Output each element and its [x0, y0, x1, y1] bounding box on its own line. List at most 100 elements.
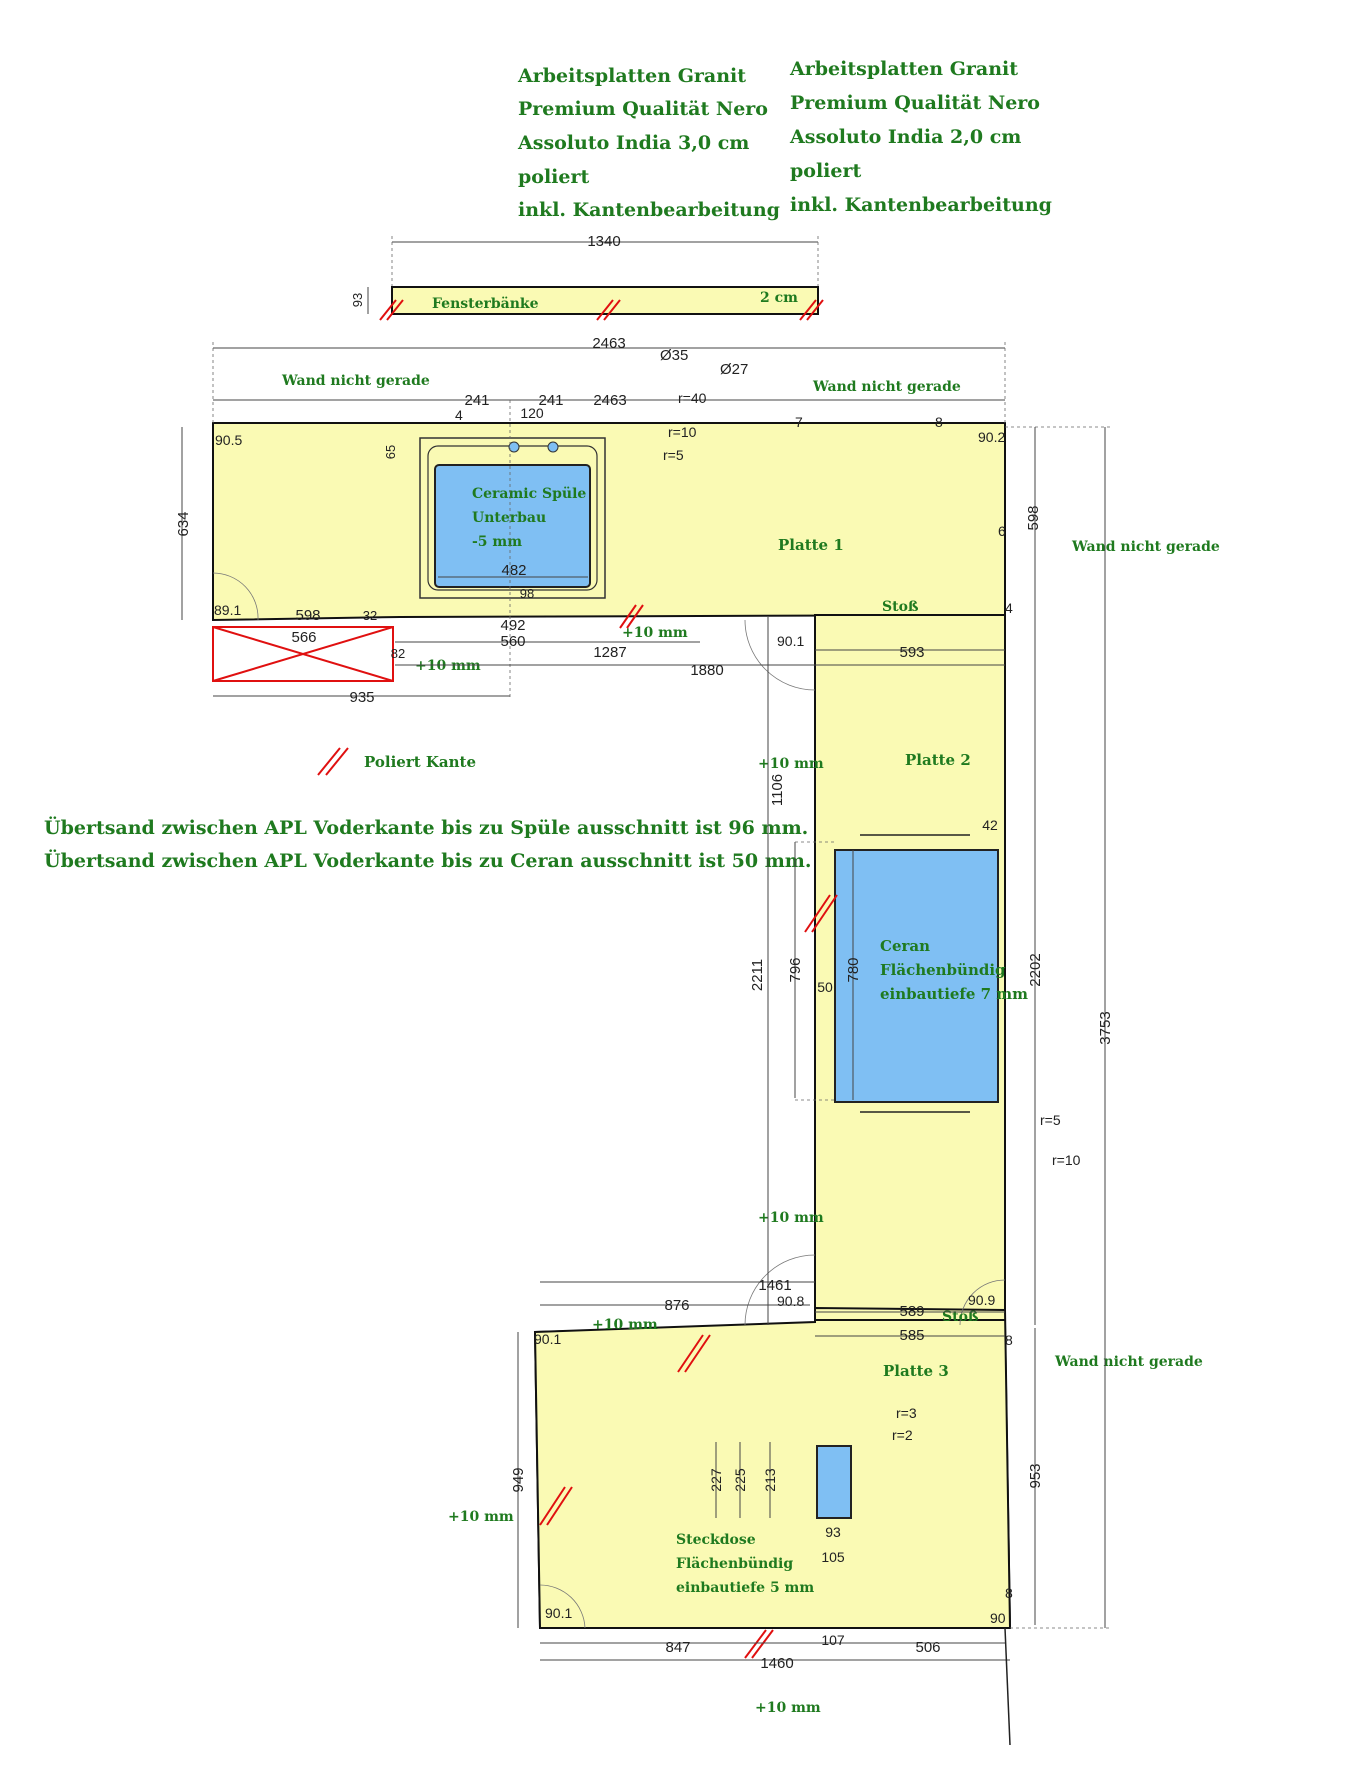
- header-right-line: Assoluto India 2,0 cm: [789, 126, 1021, 148]
- dimension-label: 2202: [1027, 953, 1044, 986]
- ceran-label-line: Ceran: [880, 937, 930, 955]
- dimension-label: 241: [464, 392, 489, 409]
- header-right-line: Premium Qualität Nero: [790, 92, 1040, 114]
- plate-2-label: Platte 2: [905, 751, 971, 769]
- dimension-label: 598: [295, 607, 320, 624]
- angle-label: 90.8: [777, 1293, 804, 1309]
- angle-label: 90.9: [968, 1292, 995, 1308]
- dimension-labels: 2463 241 241 2463 120 Ø35 Ø27 r=40 r=10 …: [175, 335, 1114, 1672]
- dimension-label: 566: [291, 629, 316, 646]
- removed-area-box: [212, 626, 394, 682]
- dimension-label: 120: [520, 405, 544, 421]
- plate-1-label: Platte 1: [778, 536, 844, 554]
- sink-distance-note: Übertsand zwischen APL Voderkante bis zu…: [44, 816, 808, 839]
- sink-label-line: Ceramic Spüle: [472, 486, 586, 502]
- angle-label: 90.1: [534, 1331, 561, 1347]
- wall-note: Wand nicht gerade: [812, 379, 961, 395]
- dimension-label: 8: [1005, 1332, 1013, 1348]
- dimension-label: 213: [762, 1468, 778, 1492]
- dimension-label: r=5: [663, 447, 684, 463]
- header-left-line: inkl. Kantenbearbeitung: [518, 199, 780, 221]
- polished-edge-mark: [804, 894, 838, 933]
- dimension-label: 2211: [749, 959, 766, 991]
- dimension-label: r=5: [1040, 1112, 1061, 1128]
- angle-label: 90.1: [545, 1605, 572, 1621]
- dimension-label: 1287: [593, 644, 626, 661]
- sink-outer-outline: [419, 437, 606, 599]
- plus10-note: +10 mm: [758, 1210, 824, 1226]
- dimension-label: 8: [935, 414, 943, 430]
- dimension-label: 1106: [769, 774, 786, 806]
- socket-label-line: Steckdose: [676, 1532, 756, 1548]
- windowsill-depth-label: 93: [350, 293, 365, 307]
- polished-edge-mark: [619, 604, 644, 629]
- angle-label: 90.2: [978, 429, 1005, 445]
- joint-label: Stoß: [942, 1309, 979, 1325]
- dimension-label: 796: [787, 957, 804, 982]
- joint-label: Stoß: [882, 599, 919, 615]
- dimension-label: Ø27: [720, 361, 748, 378]
- ceran-label-line: Flächenbündig: [880, 961, 1006, 979]
- header-left-block: Arbeitsplatten Granit Premium Qualität N…: [517, 65, 780, 221]
- dimension-label: 949: [510, 1467, 527, 1492]
- dimension-label: 847: [665, 1639, 690, 1656]
- header-right-line: poliert: [790, 160, 861, 182]
- dimension-label: 42: [982, 817, 998, 833]
- sink-width-label: 482: [501, 562, 526, 579]
- corner-angle-arc: [212, 572, 259, 621]
- ceran-label-line: einbautiefe 7 mm: [880, 985, 1028, 1003]
- angle-label: 89.1: [214, 602, 241, 618]
- wall-note: Wand nicht gerade: [281, 373, 430, 389]
- sink-label-line: Unterbau: [472, 510, 546, 526]
- ceran-cutout: [834, 849, 999, 1103]
- dimension-label: 6: [998, 523, 1006, 539]
- plate-1: [212, 422, 1006, 622]
- polished-edge-legend-icon: [317, 747, 349, 776]
- tap-hole-icon: [547, 441, 559, 453]
- header-right-line: Arbeitsplatten Granit: [789, 58, 1018, 80]
- plus10-note: +10 mm: [415, 658, 481, 674]
- dimension-label: 65: [383, 445, 398, 459]
- socket-cutout: [816, 1445, 852, 1519]
- angle-label: 90.5: [215, 432, 242, 448]
- angle-label: 90.1: [777, 633, 804, 649]
- windowsill-width-label: 1340: [587, 233, 620, 250]
- plus10-note: +10 mm: [622, 625, 688, 641]
- socket-label-line: einbautiefe 5 mm: [676, 1580, 814, 1596]
- dimension-label: 585: [899, 1327, 924, 1344]
- polished-edge-legend-label: Poliert Kante: [364, 753, 476, 771]
- header-right-block: Arbeitsplatten Granit Premium Qualität N…: [789, 58, 1052, 216]
- dimension-label: 3753: [1097, 1011, 1114, 1044]
- dimension-label: 7: [795, 414, 803, 430]
- polished-edge-mark: [539, 1486, 573, 1526]
- polished-edge-mark: [799, 299, 824, 321]
- wall-note: Wand nicht gerade: [1071, 539, 1220, 555]
- wall-note: Wand nicht gerade: [1054, 1354, 1203, 1370]
- dimension-label: 93: [825, 1524, 841, 1540]
- dimension-label: 50: [817, 979, 833, 995]
- polished-edge-mark: [596, 299, 621, 321]
- dimension-label: 225: [732, 1468, 748, 1492]
- dimension-label: 82: [391, 646, 405, 661]
- corner-angle-arc: [959, 1279, 1006, 1326]
- dimension-label: 32: [363, 608, 377, 623]
- dimension-label: 593: [899, 644, 924, 661]
- polished-edge-mark: [744, 1629, 774, 1659]
- sink-label-line: -5 mm: [472, 534, 522, 550]
- dimension-label: Ø35: [660, 347, 688, 364]
- dimension-label: 107: [821, 1632, 845, 1648]
- removed-area-cross: [212, 626, 394, 682]
- dimension-label: 506: [915, 1639, 940, 1656]
- dimension-label: 1460: [760, 1655, 793, 1672]
- dimension-label: 589: [899, 1303, 924, 1320]
- dimension-label: 8: [1005, 1585, 1013, 1601]
- plus10-note: +10 mm: [755, 1700, 821, 1716]
- corner-angle-arc: [744, 1254, 816, 1326]
- corner-angle-arc: [744, 619, 816, 691]
- dimension-label: 780: [845, 957, 862, 982]
- plate-3-label: Platte 3: [883, 1362, 949, 1380]
- dimension-lines: [181, 342, 1110, 1746]
- dimension-label: 241: [538, 392, 563, 409]
- angle-label: 90: [990, 1610, 1006, 1626]
